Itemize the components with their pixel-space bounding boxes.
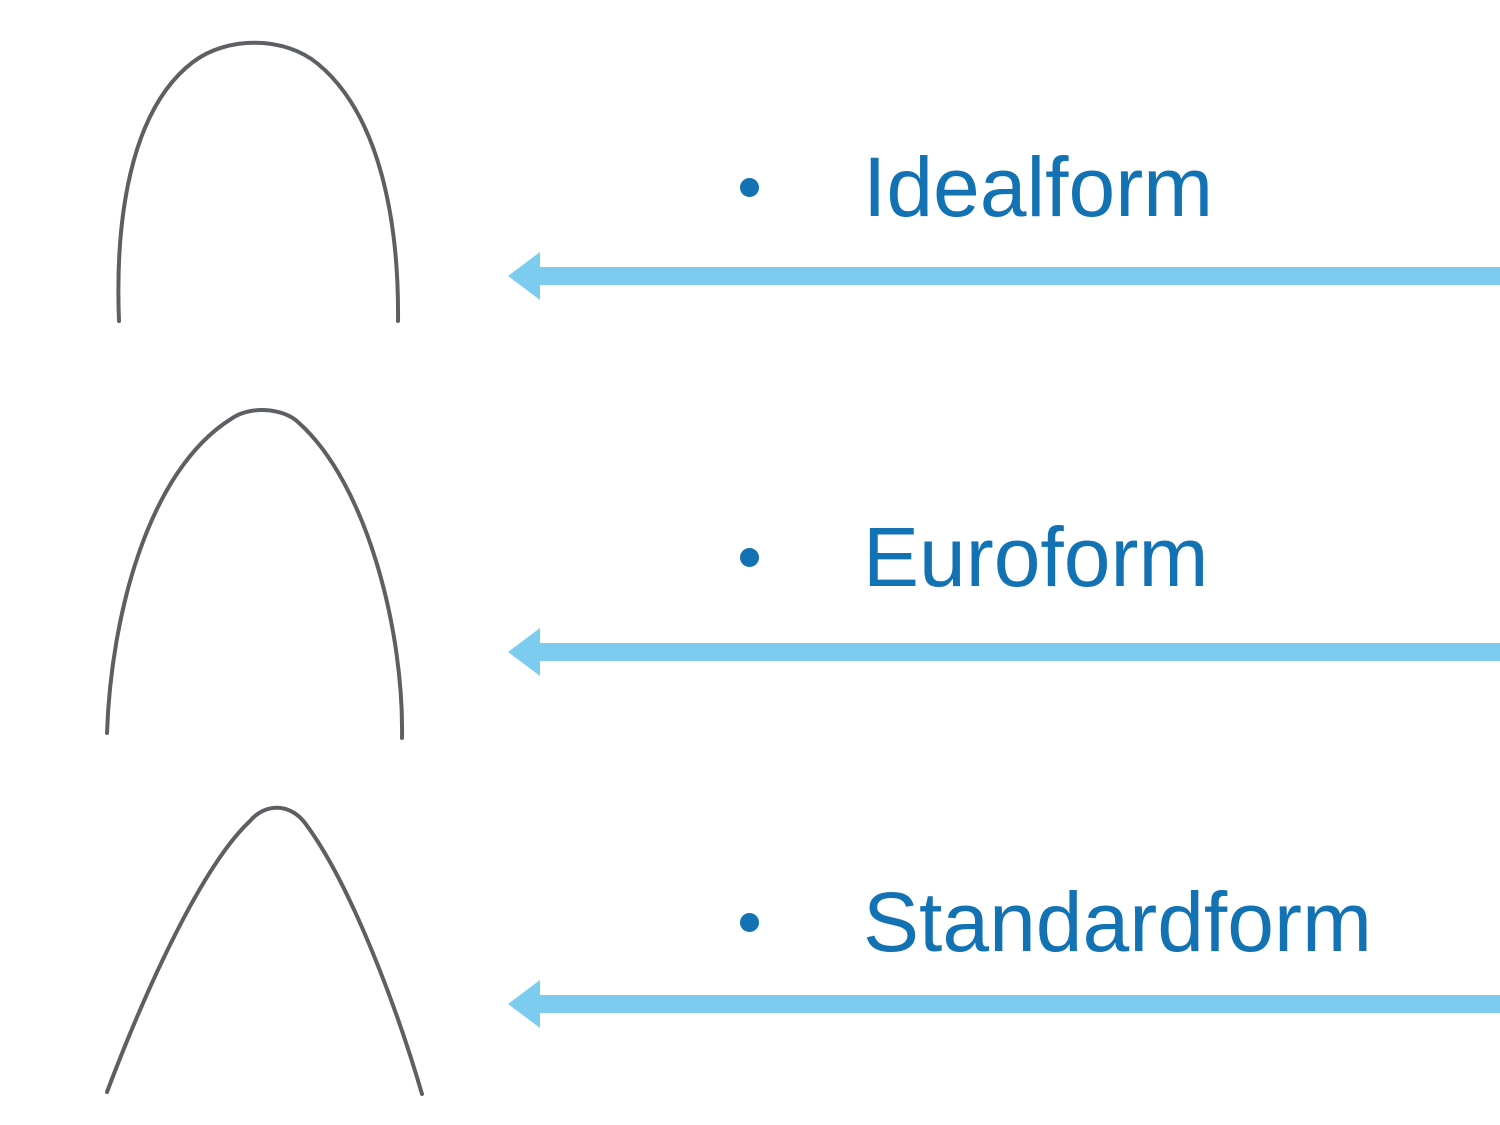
label-idealform: Idealform [863,140,1214,234]
bullet-item-idealform: Idealform [740,145,1213,229]
archwire-euroform-curve-icon [105,408,405,740]
label-standardform: Standardform [863,875,1372,969]
arrow-left-icon [508,628,1500,676]
bullet-item-euroform: Euroform [740,515,1208,599]
label-euroform: Euroform [863,510,1209,604]
bullet-icon [740,177,759,197]
bullet-icon [740,547,759,567]
archwire-standardform-curve-icon [105,805,424,1096]
bullet-icon [740,912,759,932]
bullet-item-standardform: Standardform [740,880,1372,964]
arrow-left-icon [508,252,1500,300]
arrow-left-icon [508,980,1500,1028]
archwire-idealform-curve-icon [116,40,401,323]
